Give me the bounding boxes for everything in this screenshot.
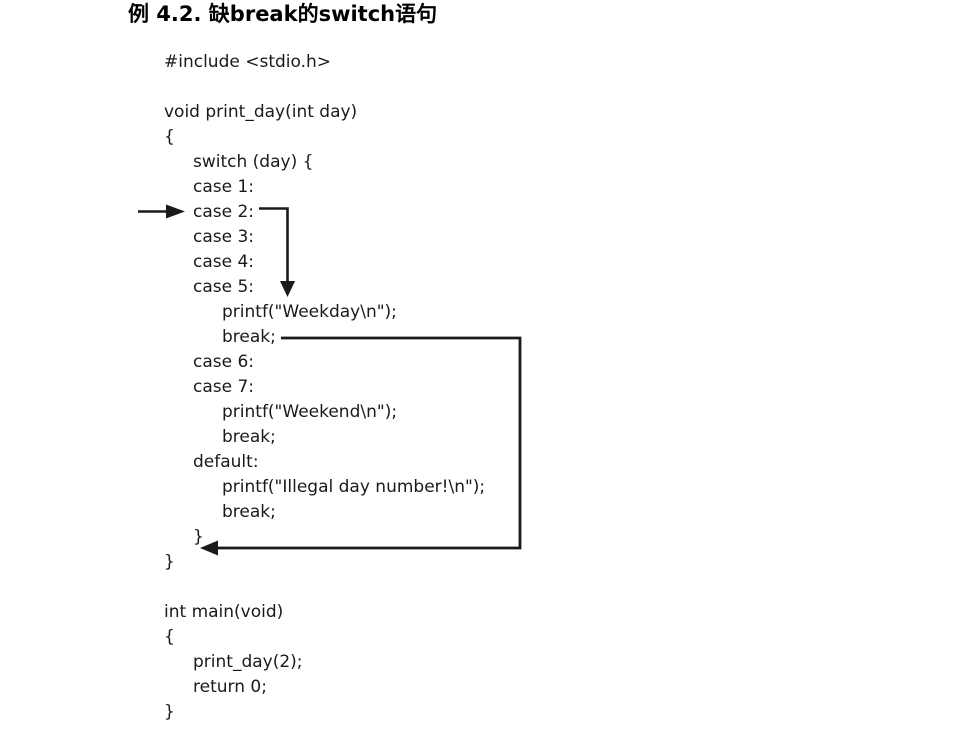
code-line: } bbox=[193, 527, 204, 547]
code-line: return 0; bbox=[193, 677, 267, 697]
code-line: case 6: bbox=[193, 352, 255, 372]
code-line: } bbox=[164, 702, 175, 722]
code-line: print_day(2); bbox=[193, 652, 303, 672]
code-line: break; bbox=[222, 427, 276, 447]
code-line bbox=[164, 75, 485, 100]
code-line: break; bbox=[222, 327, 276, 347]
code-line bbox=[164, 575, 485, 600]
code-line: case 3: bbox=[193, 227, 255, 247]
code-line: int main(void) bbox=[164, 602, 284, 622]
code-line: #include <stdio.h> bbox=[164, 52, 332, 72]
code-line: { bbox=[164, 127, 175, 147]
code-line: case 5: bbox=[193, 277, 255, 297]
code-line: case 1: bbox=[193, 177, 255, 197]
code-line: } bbox=[164, 552, 175, 572]
code-line: case 2: bbox=[193, 202, 255, 222]
code-line: default: bbox=[193, 452, 259, 472]
code-listing: #include <stdio.h> void print_day(int day… bbox=[164, 50, 485, 725]
code-line: { bbox=[164, 627, 175, 647]
code-line: case 7: bbox=[193, 377, 255, 397]
code-line: printf("Weekend\n"); bbox=[222, 402, 398, 422]
code-line: break; bbox=[222, 502, 276, 522]
example-title: 例 4.2. 缺break的switch语句 bbox=[128, 2, 438, 26]
code-line: void print_day(int day) bbox=[164, 102, 358, 122]
code-line: switch (day) { bbox=[193, 152, 314, 172]
code-line: printf("Illegal day number!\n"); bbox=[222, 477, 486, 497]
code-line: printf("Weekday\n"); bbox=[222, 302, 397, 322]
code-line: case 4: bbox=[193, 252, 255, 272]
